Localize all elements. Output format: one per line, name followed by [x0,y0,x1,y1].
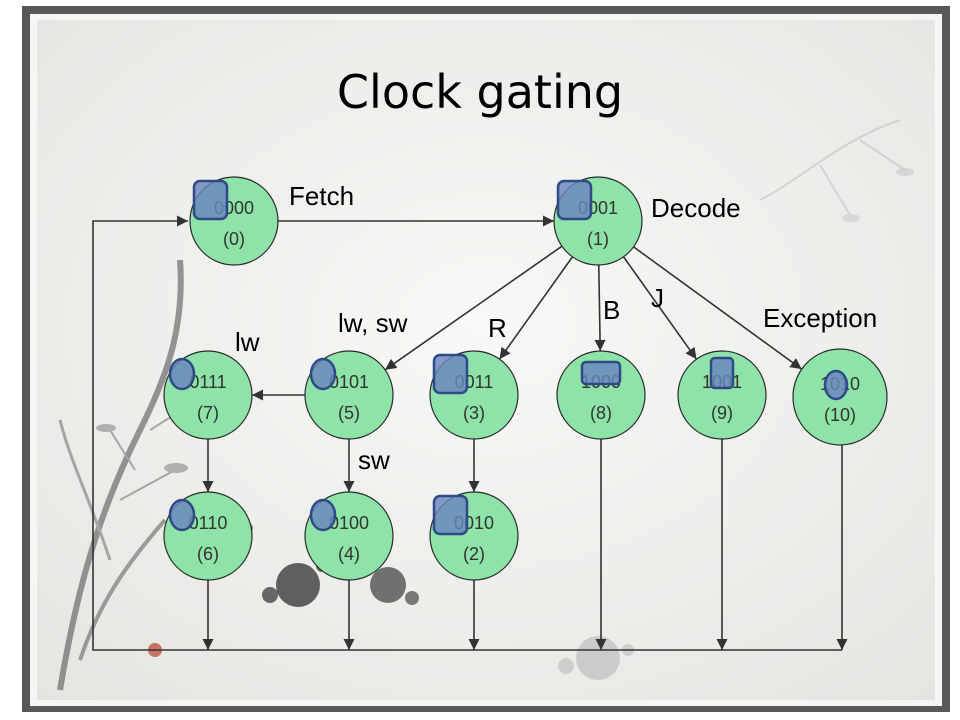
state-number: (2) [463,544,485,564]
state-number: (6) [197,544,219,564]
states: 0000(0) 0001(1) 0111 (7) 0101 (5) 0011(3) 1000(… [163,176,888,581]
state-4: 0100 (4) [304,491,394,581]
state-code: 0101 [329,372,369,392]
state-3: 0011(3) [429,350,519,440]
label-decode: Decode [651,193,741,223]
state-number: (1) [587,229,609,249]
clock-gate-marker [168,357,196,391]
clock-gate-marker [309,357,337,391]
state-7: 0111 (7) [163,350,253,440]
ink-splatter-decoration [148,523,634,680]
state-number: (10) [824,405,856,425]
clock-gate-marker [168,498,196,532]
state-5: 0101 (5) [304,350,394,440]
clock-gate-marker [823,369,849,401]
state-10: 1010(10) [792,348,888,446]
label-b: B [603,295,620,325]
edge-decode-to-s3 [498,255,574,360]
state-number: (0) [223,229,245,249]
clock-gate-marker [580,360,622,386]
slide-title: Clock gating [337,65,623,119]
return-bus [92,215,842,651]
edge-decode-to-s9 [622,255,698,360]
state-6: 0110 (6) [163,491,253,581]
clock-gate-marker [309,498,337,532]
state-8: 1000(8) [556,350,646,440]
clock-gate-marker [432,494,469,536]
label-sw: sw [358,445,390,475]
state-0: 0000(0) [189,176,279,266]
clock-gate-marker [192,179,229,221]
state-number: (4) [338,544,360,564]
label-exception: Exception [763,303,877,333]
clock-gate-marker [556,179,593,221]
label-lw: lw [235,327,260,357]
state-9: 1001(9) [677,350,767,440]
state-number: (5) [338,403,360,423]
clock-gate-marker [709,356,735,390]
label-j: J [651,283,664,313]
label-fetch: Fetch [289,181,354,211]
state-circle [677,350,767,440]
edges [92,215,848,651]
state-2: 0010(2) [429,491,519,581]
label-r: R [488,313,507,343]
state-number: (3) [463,403,485,423]
edge-decode-to-s5 [384,245,564,371]
state-number: (8) [590,403,612,423]
label-lw-sw: lw, sw [338,308,408,338]
edge-decode-to-s8 [594,264,606,352]
state-code: 0100 [329,513,369,533]
edge-decode-to-s10 [632,245,803,370]
state-1: 0001(1) [553,176,643,266]
state-circle [556,350,646,440]
state-number: (7) [197,403,219,423]
state-code: 0110 [189,513,228,533]
state-number: (9) [711,403,733,423]
state-code: 0111 [189,372,226,392]
clock-gate-marker [432,353,469,395]
